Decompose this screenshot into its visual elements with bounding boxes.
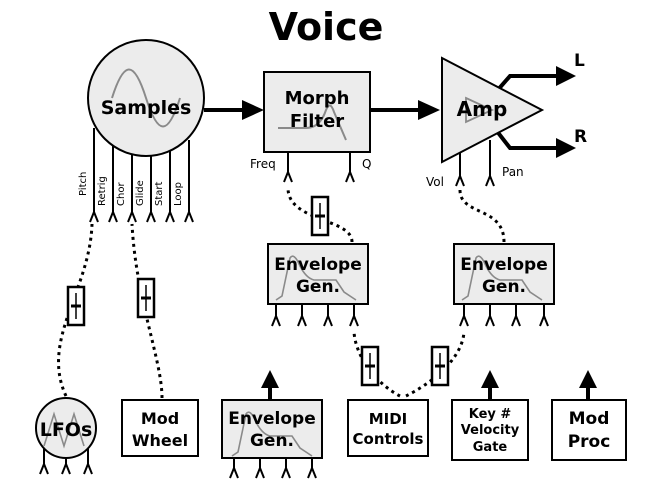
morph-filter-block: Morph Filter Freq Q xyxy=(250,71,371,183)
sine-wave-icon xyxy=(111,68,181,128)
amp-label: Amp xyxy=(457,97,508,121)
aux-env-label-1: Envelope xyxy=(228,409,316,429)
mod-wheel-label-1: Mod xyxy=(141,409,179,428)
filter-env-label-2: Gen. xyxy=(296,277,340,297)
input-start-label: Start xyxy=(154,181,165,206)
amp-envelope-block: Envelope Gen. xyxy=(453,243,555,327)
filter-env-label-1: Envelope xyxy=(274,255,362,275)
mod-proc-label-2: Proc xyxy=(568,432,611,452)
aux-env-label-2: Gen. xyxy=(250,431,294,451)
input-glide-label: Glide xyxy=(135,180,146,206)
mod-wheel-block: Mod Wheel xyxy=(121,399,199,457)
key-velocity-gate-block: Key # Velocity Gate xyxy=(451,370,529,461)
filter-label-filter: Filter xyxy=(290,111,344,132)
key-label-2: Velocity xyxy=(461,423,520,438)
samples-input-lines xyxy=(89,128,194,223)
input-chor-label: Chor xyxy=(116,182,127,206)
input-loop-label: Loop xyxy=(173,182,184,206)
key-label-3: Gate xyxy=(473,440,508,455)
fader-chor-icon[interactable] xyxy=(136,277,156,319)
fader-pitch-icon[interactable] xyxy=(66,285,86,327)
samples-to-filter-arrow xyxy=(204,100,264,120)
input-pitch-label: Pitch xyxy=(78,172,89,196)
amp-env-label-2: Gen. xyxy=(482,277,526,297)
samples-block: Samples Pitch Retrig Chor Glide Start Lo… xyxy=(78,39,205,223)
filter-curve-icon xyxy=(278,104,347,141)
lfos-block: LFOs xyxy=(35,397,97,475)
aux-envelope-block: Envelope Gen. xyxy=(221,370,323,479)
amp-env-label-1: Envelope xyxy=(460,255,548,275)
lfos-label: LFOs xyxy=(40,419,93,441)
midi-controls-block: MIDI Controls xyxy=(347,399,429,457)
diagram-title: Voice xyxy=(269,5,384,49)
fader-midi-filter-icon[interactable] xyxy=(360,345,380,387)
fader-freq-icon[interactable] xyxy=(310,195,330,237)
lfo-wave-icon xyxy=(43,411,85,449)
mod-wheel-label-2: Wheel xyxy=(132,431,188,450)
midi-label-1: MIDI xyxy=(369,410,408,428)
amp-vol-label: Vol xyxy=(426,175,444,189)
filter-envelope-block: Envelope Gen. xyxy=(267,243,369,327)
amp-right-output-label: R xyxy=(574,127,587,147)
mod-proc-block: Mod Proc xyxy=(551,370,627,461)
amp-block: L R Amp Vol Pan xyxy=(426,51,587,189)
filter-label-morph: Morph xyxy=(285,88,350,109)
amp-left-output-label: L xyxy=(574,51,585,71)
amp-pan-label: Pan xyxy=(502,165,524,179)
amp-triangle-icon xyxy=(465,96,495,124)
fader-midi-amp-icon[interactable] xyxy=(430,345,450,387)
filter-q-label: Q xyxy=(362,157,371,171)
input-retrig-label: Retrig xyxy=(97,176,108,206)
filter-to-amp-arrow xyxy=(370,100,440,120)
key-label-1: Key # xyxy=(469,407,512,422)
midi-label-2: Controls xyxy=(353,430,424,448)
mod-proc-label-1: Mod xyxy=(569,409,610,429)
samples-label: Samples xyxy=(101,97,192,119)
filter-freq-label: Freq xyxy=(250,157,276,171)
